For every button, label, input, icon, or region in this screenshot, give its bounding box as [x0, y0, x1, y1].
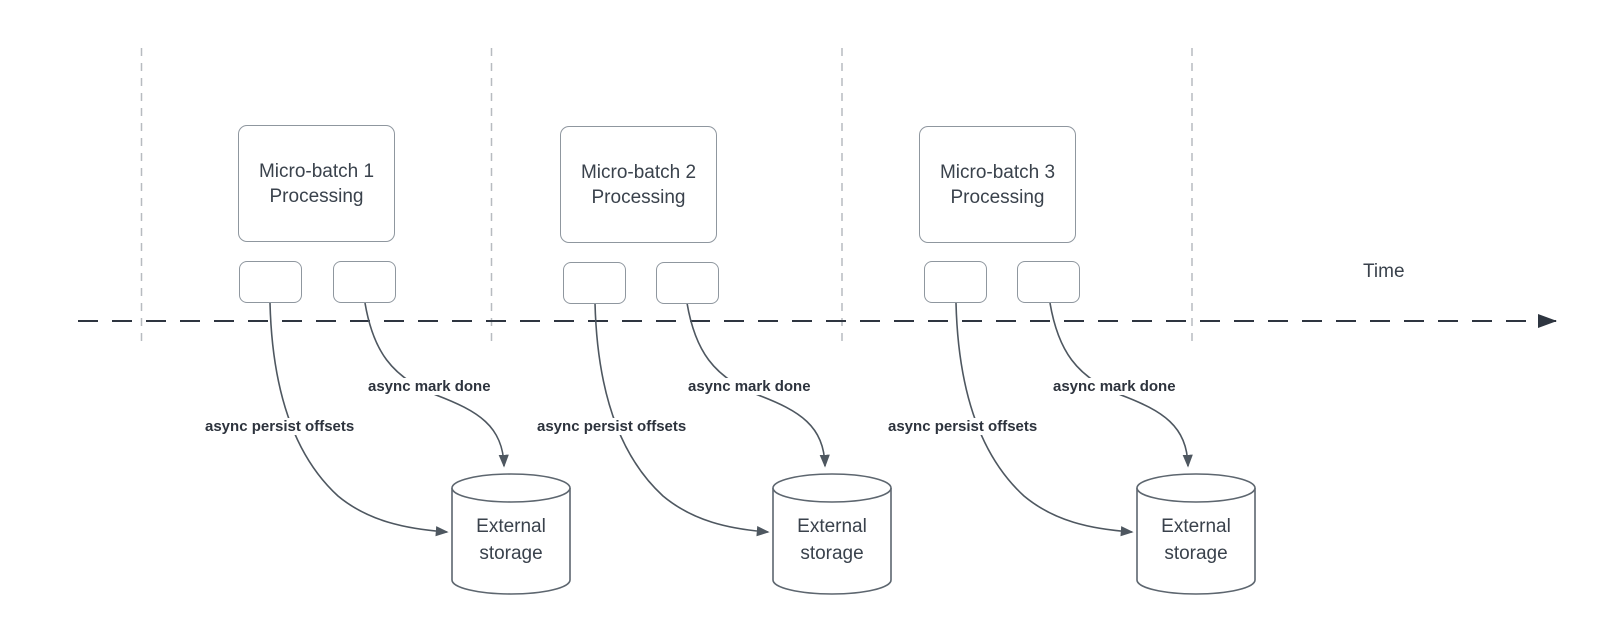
persist-offsets-arrow-3	[955, 302, 1134, 537]
external-storage-cylinder-2	[772, 473, 892, 595]
mark-done-arrow-3	[1049, 302, 1193, 468]
external-storage-cylinder-1	[451, 473, 571, 595]
mark-done-arrow-1	[364, 302, 509, 468]
persist-offsets-arrow-1	[269, 302, 449, 537]
mark-done-arrow-2	[686, 302, 830, 468]
persist-offsets-arrow-2	[594, 302, 770, 537]
external-storage-cylinder-3	[1136, 473, 1256, 595]
time-axis-label: Time	[1363, 261, 1405, 282]
